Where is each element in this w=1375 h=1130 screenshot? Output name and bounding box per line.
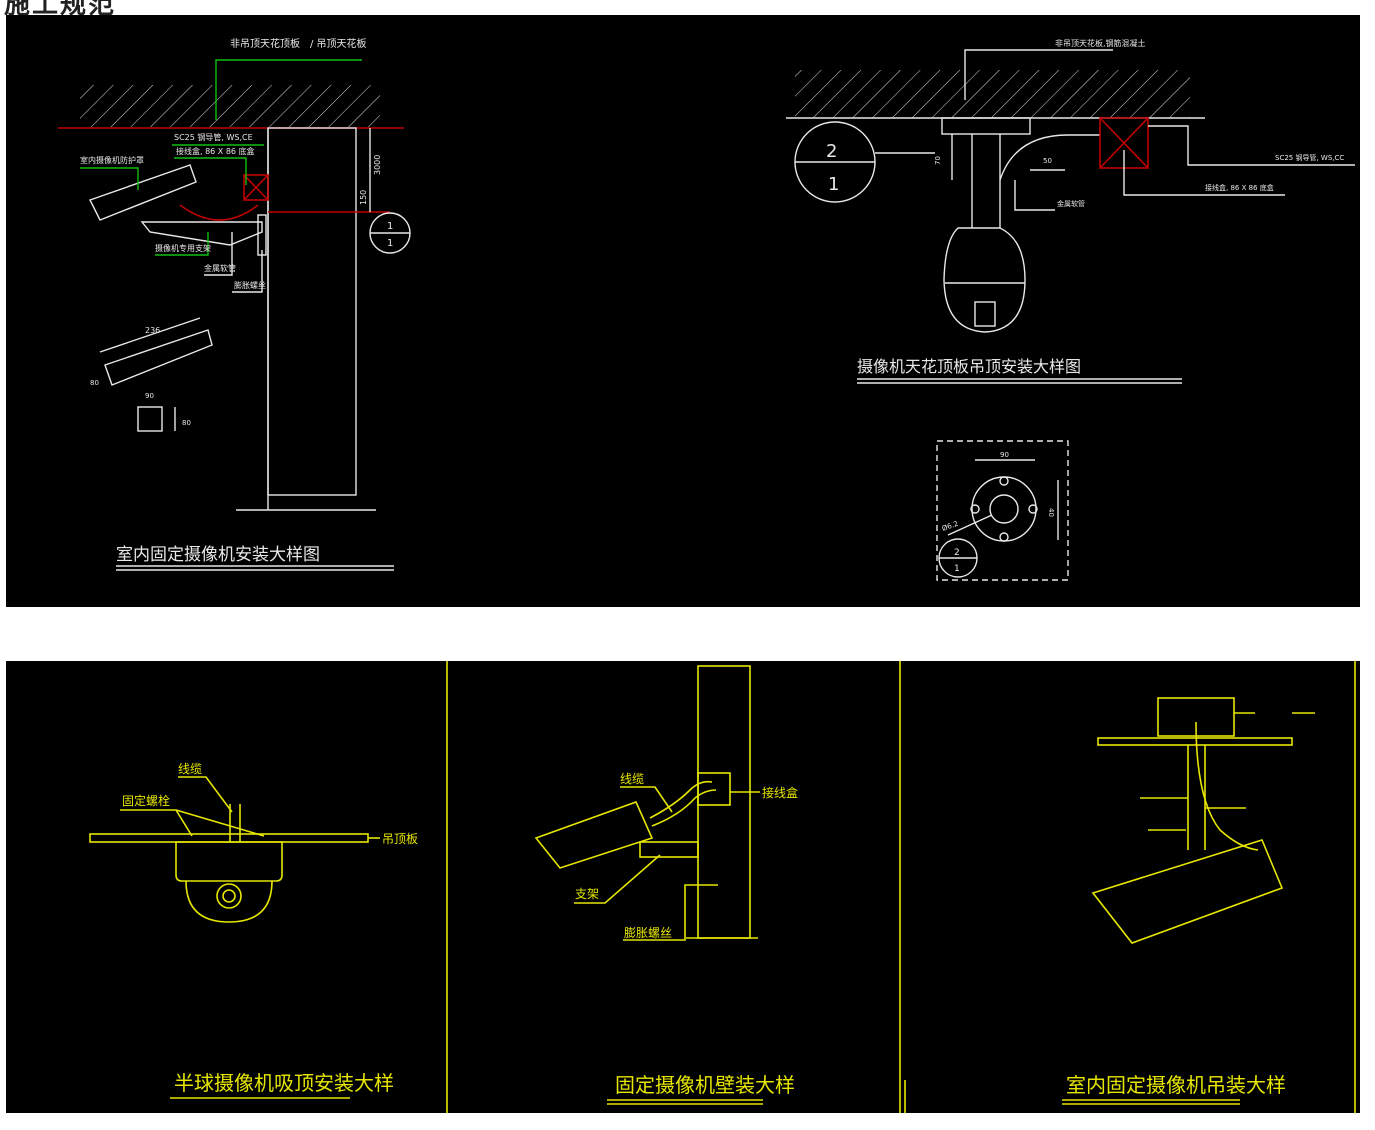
cable-label: 线缆 [620, 772, 644, 786]
dim-side: 80 [90, 379, 99, 387]
conduit-label: SC25 钢导管, WS,CE [174, 132, 253, 142]
hanging-camera [1091, 839, 1284, 944]
camera-housing [89, 164, 197, 221]
bolt-label: 膨胀螺丝 [234, 280, 266, 290]
housing-label: 室内摄像机防护罩 [80, 155, 144, 165]
dome-ceiling-drawing: 线缆 固定螺栓 吊顶板 半球摄像机吸顶安装大样 [89, 762, 418, 1099]
bolt-label: 固定螺栓 [122, 793, 170, 808]
dome-camera [943, 227, 1026, 333]
box-label: 接线盒, 86 X 86 底盒 [1205, 183, 1274, 192]
dim-height: 3000 [373, 155, 382, 175]
cable-label: 线缆 [178, 762, 202, 776]
dim-size: 80 [182, 419, 191, 427]
box-label: 接线盒, 86 X 86 底盒 [176, 146, 255, 156]
hose-label: 金属软管 [204, 263, 236, 273]
camera-dimension-sketch [104, 329, 213, 386]
ceiling-label: 非吊顶天花顶板 / 吊顶天花板 [230, 37, 367, 50]
svg-text:2: 2 [826, 141, 837, 162]
ceiling-dome-drawing: 非吊顶天花板,钢筋混凝土 2 1 70 金属软管 50 SC25 钢导管, WS… [786, 38, 1355, 384]
ceiling-slab-hatch [80, 85, 380, 127]
ref-circle-1-1: 1 1 [369, 212, 411, 254]
wall-mount-drawing: 非吊顶天花顶板 / 吊顶天花板 SC25 钢导管, WS,CE 接线盒, 86 … [58, 37, 411, 571]
bracket [140, 221, 263, 246]
wall-camera [534, 800, 654, 869]
box-label: 接线盒 [762, 785, 798, 800]
dim-flange-width: 90 [1000, 451, 1009, 459]
junction-box [697, 772, 731, 806]
flange-detail: 90 40 Ø6.2 2 1 [936, 440, 1069, 581]
hose [179, 204, 259, 221]
svg-text:1: 1 [387, 221, 393, 232]
svg-text:1: 1 [387, 238, 393, 249]
dim-gap: 50 [1043, 157, 1052, 165]
svg-text:1: 1 [828, 174, 839, 195]
svg-text:1: 1 [954, 564, 960, 574]
hose-label: 金属软管 [1057, 199, 1085, 208]
wall-camera-drawing: 线缆 接线盒 支架 膨胀螺丝 固定摄像机壁装大样 [534, 665, 798, 1105]
dim-offset: 150 [359, 190, 368, 205]
bracket-label: 摄像机专用支架 [155, 243, 211, 253]
slab-label: 非吊顶天花板,钢筋混凝土 [1055, 38, 1146, 48]
bolt-label: 膨胀螺丝 [624, 926, 672, 940]
hanging-title: 室内固定摄像机吊装大样 [1066, 1073, 1286, 1097]
wall-mount-title: 室内固定摄像机安装大样图 [116, 545, 320, 565]
dim-flange-height: 40 [1047, 508, 1055, 517]
junction-box [243, 174, 269, 201]
ceiling-label: 吊顶板 [382, 832, 418, 846]
ref-circle-2-1: 2 1 [794, 121, 876, 203]
bottom-drawing-panel [6, 661, 1360, 1113]
dim-length: 236 [145, 326, 160, 335]
hose [999, 134, 1100, 181]
svg-text:2: 2 [954, 548, 960, 558]
ceiling-dome-title: 摄像机天花顶板吊顶安装大样图 [857, 357, 1081, 376]
bracket [639, 841, 699, 858]
dim-width: 90 [145, 392, 154, 400]
dim-drop: 70 [934, 156, 942, 165]
brick-wall [267, 127, 357, 496]
wall-camera-title: 固定摄像机壁装大样 [615, 1073, 795, 1097]
conduit-label: SC25 钢导管, WS,CC [1275, 153, 1344, 162]
hanging-camera-drawing: 室内固定摄像机吊装大样 [1062, 697, 1315, 1105]
dome-title: 半球摄像机吸顶安装大样 [174, 1071, 394, 1095]
ceiling-slab-hatch [795, 70, 1190, 118]
bracket-label: 支架 [575, 887, 599, 901]
